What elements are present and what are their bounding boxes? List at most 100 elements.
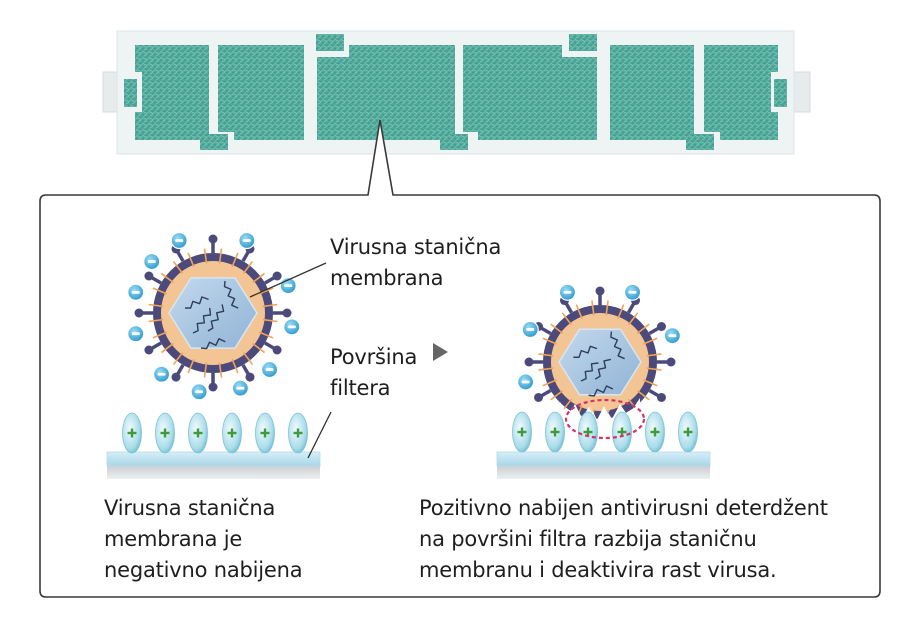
- membrane-protein: [542, 379, 557, 387]
- minus-icon: [238, 231, 256, 250]
- spike-head: [666, 357, 676, 367]
- membrane-protein: [646, 367, 662, 371]
- spike-head: [656, 322, 666, 331]
- spike-head: [144, 345, 154, 355]
- filter-panel-3: [317, 45, 455, 140]
- membrane-protein: [218, 362, 223, 378]
- minus-sign: [668, 334, 677, 338]
- virus-capsid: [558, 328, 642, 396]
- minus-icon: [152, 365, 171, 383]
- plus-icon: [645, 411, 665, 453]
- filter-clip-bottom-1: [200, 134, 228, 150]
- plus-icon: [122, 412, 142, 454]
- disruption-highlight-ring: [564, 398, 646, 440]
- membrane-leader-line: [249, 262, 327, 298]
- filter-clip-top-1: [316, 34, 344, 51]
- membrane-protein: [262, 303, 278, 308]
- membrane-protein: [187, 358, 195, 374]
- plus-sign: [230, 428, 234, 438]
- membrane-protein: [160, 272, 174, 284]
- plus-sign: [653, 427, 657, 437]
- label-filter-surface: Površina filtera: [330, 342, 417, 404]
- minus-icon: [521, 320, 539, 339]
- spike-head: [595, 286, 605, 296]
- membrane-protein: [152, 331, 168, 339]
- plus-sign: [620, 427, 624, 437]
- minus-sign: [236, 386, 245, 390]
- spike-head: [656, 393, 666, 402]
- caption-line: na površini filtra razbija staničnu: [419, 527, 757, 551]
- membrane-protein: [172, 260, 184, 274]
- plus-icon: [512, 411, 532, 453]
- plus-sign: [520, 427, 524, 437]
- minus-sign: [284, 284, 293, 288]
- minus-icon: [170, 231, 188, 250]
- plus-sign: [163, 428, 167, 438]
- minus-sign: [131, 332, 140, 336]
- plus-sign: [263, 428, 267, 438]
- filter-panel-5: [610, 45, 694, 140]
- membrane-protein: [242, 260, 254, 274]
- plus-sign: [130, 428, 134, 438]
- filter-side-tab-right: [791, 71, 811, 113]
- plus-icon: [255, 412, 275, 454]
- membrane-fragment: [585, 399, 615, 414]
- spike-head: [282, 308, 292, 318]
- plus-sign: [296, 428, 300, 438]
- minus-sign: [287, 325, 296, 329]
- label-line: filtera: [330, 376, 391, 400]
- caption-line: membranu i deaktivira rast virusa.: [419, 558, 777, 582]
- minus-icon: [143, 252, 161, 271]
- membrane-protein: [605, 300, 609, 316]
- membrane-protein: [636, 323, 650, 335]
- plus-icon: [188, 412, 208, 454]
- spike-head: [272, 271, 282, 281]
- virus-capsid: [168, 277, 258, 349]
- label-virus-membrane: Virusna stanična membrana: [330, 232, 501, 294]
- spike-head: [524, 357, 534, 367]
- filter-surface-shadow: [497, 465, 710, 479]
- membrane-protein: [203, 362, 208, 378]
- membrane-protein: [252, 342, 266, 354]
- minus-icon: [190, 383, 208, 401]
- minus-icon: [231, 379, 249, 397]
- membrane-protein: [172, 352, 184, 366]
- membrane-protein: [550, 389, 564, 401]
- rna-strand: [588, 385, 614, 397]
- filter-surface-bar: [106, 451, 321, 467]
- caption-line: negativno nabijena: [104, 558, 303, 582]
- rna-strand: [573, 345, 598, 358]
- minus-sign: [131, 290, 140, 294]
- label-line: membrana: [330, 266, 444, 290]
- minus-sign: [195, 390, 204, 394]
- rna-strand: [610, 331, 625, 360]
- spike-head: [208, 382, 218, 392]
- membrane-protein: [148, 303, 164, 308]
- plus-sign: [553, 427, 557, 437]
- membrane-protein: [636, 389, 650, 401]
- membrane-protein: [643, 379, 658, 387]
- plus-icon: [288, 412, 308, 454]
- minus-icon: [663, 327, 681, 345]
- minus-sign: [628, 290, 637, 294]
- virus-disrupted: [517, 283, 681, 430]
- caption-line: Pozitivno nabijen antivirusni deterdžent: [419, 496, 828, 520]
- minus-icon: [283, 318, 301, 336]
- membrane-protein: [231, 252, 239, 268]
- label-line: Virusna stanična: [330, 235, 502, 259]
- filter-clip-top-2: [569, 34, 597, 51]
- minus-icon: [517, 373, 535, 391]
- plus-icon: [578, 411, 598, 453]
- membrane-protein: [262, 318, 278, 323]
- minus-sign: [563, 290, 572, 294]
- filter-clip-bottom-3: [686, 134, 714, 150]
- membrane-protein: [591, 300, 595, 316]
- membrane-protein: [538, 367, 554, 371]
- minus-icon: [558, 283, 577, 301]
- membrane-protein: [258, 331, 274, 339]
- air-filter: [102, 30, 811, 155]
- filter-panel-4: [463, 45, 597, 140]
- plus-sign: [586, 427, 590, 437]
- membrane-protein: [218, 248, 223, 264]
